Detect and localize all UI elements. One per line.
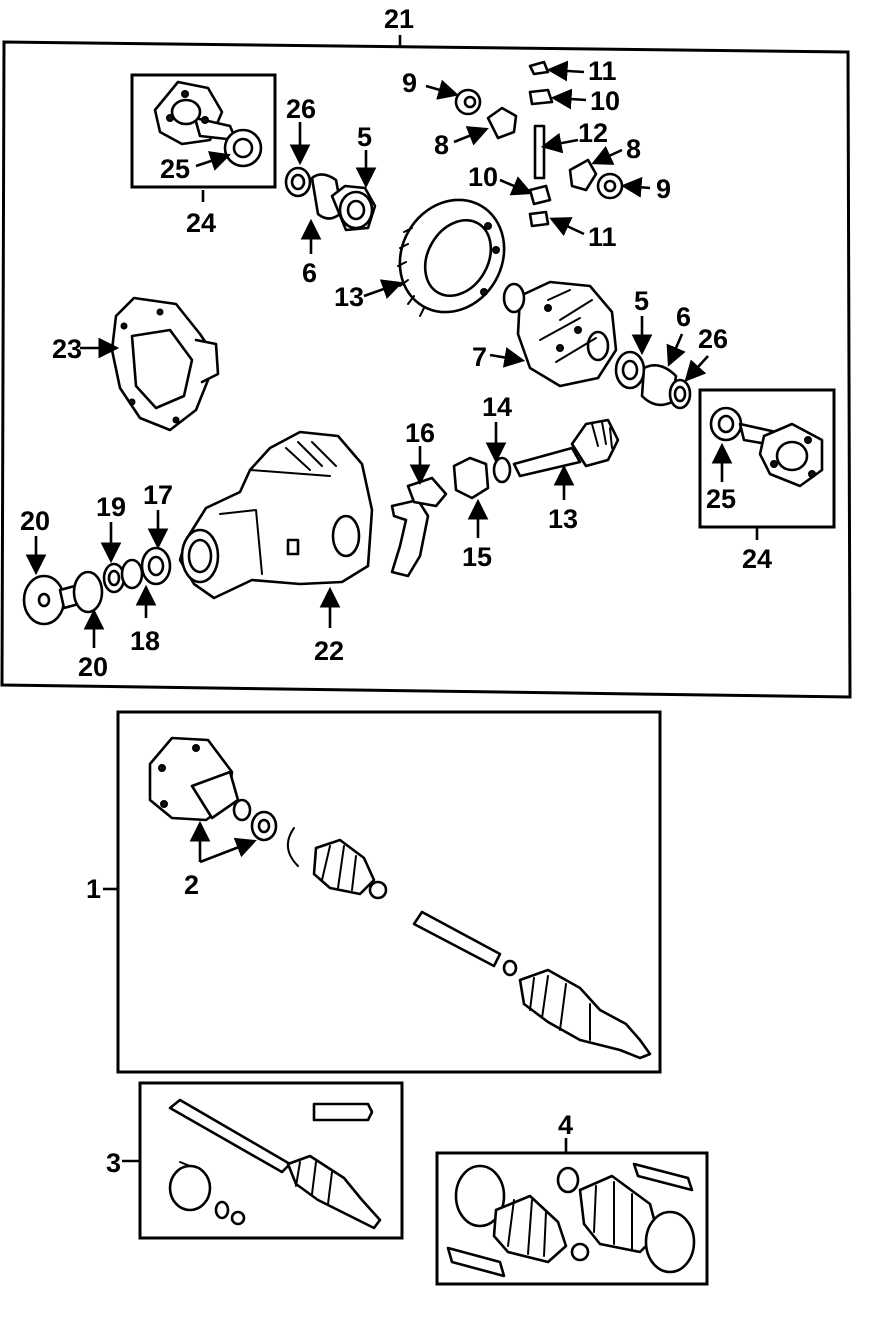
callout-20-top: 20 bbox=[20, 506, 50, 536]
callout-13-ring-gear: 13 bbox=[334, 282, 364, 312]
thrust-washer-11-bottom bbox=[528, 210, 550, 228]
bearing-18 bbox=[120, 558, 144, 590]
drive-pinion bbox=[512, 418, 620, 478]
callout-10-bottom: 10 bbox=[468, 162, 498, 192]
axle-shaft-frame bbox=[116, 710, 662, 1074]
clip-3 bbox=[214, 1200, 246, 1226]
side-gear-washer-9-right bbox=[596, 172, 624, 200]
callout-9-right: 9 bbox=[656, 174, 671, 204]
callout-3: 3 bbox=[106, 1148, 121, 1178]
callout-21: 21 bbox=[384, 4, 414, 34]
bearing-5-lower bbox=[614, 350, 646, 390]
oil-seal-19 bbox=[102, 562, 126, 594]
callout-20-bottom: 20 bbox=[78, 652, 108, 682]
callout-26-lower: 26 bbox=[698, 324, 728, 354]
boot-kit-4 bbox=[446, 1162, 696, 1278]
callout-2: 2 bbox=[184, 870, 199, 900]
callout-19: 19 bbox=[96, 492, 126, 522]
bearing-25-lower bbox=[709, 406, 743, 442]
outer-joint bbox=[502, 959, 652, 1060]
pinion-shaft-12 bbox=[533, 124, 546, 180]
companion-flange-lower bbox=[738, 422, 824, 488]
callout-15: 15 bbox=[462, 542, 492, 572]
callout-13-pinion: 13 bbox=[548, 504, 578, 534]
axle-shaft bbox=[412, 910, 502, 968]
callout-6-upper: 6 bbox=[302, 258, 317, 288]
side-gear-8-left bbox=[486, 106, 518, 140]
callout-17: 17 bbox=[143, 480, 173, 510]
oil-seal-26-lower bbox=[668, 378, 692, 410]
ring-gear bbox=[397, 198, 506, 317]
callout-24-lower: 24 bbox=[742, 544, 772, 574]
callout-6-lower: 6 bbox=[676, 302, 691, 332]
inner-boot bbox=[312, 838, 376, 896]
callout-16: 16 bbox=[405, 418, 435, 448]
lower-flange-inset-frame bbox=[698, 388, 836, 529]
differential-assembly-frame bbox=[0, 35, 852, 699]
callout-5-lower: 5 bbox=[634, 286, 649, 316]
callout-26-upper: 26 bbox=[286, 94, 316, 124]
callout-24-upper: 24 bbox=[186, 208, 216, 238]
bearing-17 bbox=[140, 546, 172, 586]
callout-8-left: 8 bbox=[434, 130, 449, 160]
snap-ring-2 bbox=[232, 798, 252, 822]
boot-kit-frame bbox=[435, 1151, 709, 1286]
callout-14: 14 bbox=[482, 392, 512, 422]
callout-22: 22 bbox=[314, 636, 344, 666]
bearing-14 bbox=[492, 456, 512, 484]
callout-8-right: 8 bbox=[626, 134, 641, 164]
companion-flange-upper bbox=[153, 80, 238, 146]
callout-1: 1 bbox=[86, 874, 101, 904]
side-gear-washer-9-left bbox=[454, 88, 482, 116]
pinion-gear-10-bottom bbox=[528, 184, 552, 206]
differential-cover bbox=[110, 296, 220, 432]
differential-case bbox=[502, 280, 618, 388]
callout-4: 4 bbox=[558, 1110, 573, 1140]
callout-9-left: 9 bbox=[402, 68, 417, 98]
upper-flange-inset-frame bbox=[130, 73, 277, 189]
grease-tube-3 bbox=[312, 1102, 374, 1122]
bearing-25-upper bbox=[223, 128, 263, 168]
callout-12: 12 bbox=[578, 118, 608, 148]
inner-joint-2 bbox=[250, 810, 278, 842]
washer-20 bbox=[22, 574, 66, 626]
callout-11-bottom: 11 bbox=[588, 222, 617, 252]
boot-band-3 bbox=[168, 1161, 212, 1212]
thrust-washer-11-top bbox=[528, 60, 550, 76]
flange-20 bbox=[58, 570, 104, 614]
shaft-assembly-3 bbox=[168, 1098, 382, 1230]
callout-5-upper: 5 bbox=[357, 122, 372, 152]
callout-25-upper: 25 bbox=[160, 154, 190, 184]
callout-11-top: 11 bbox=[588, 56, 617, 86]
boot-clamp-upper bbox=[287, 827, 299, 867]
pinion-gear-10-top bbox=[528, 88, 554, 106]
leader-lines bbox=[25, 60, 759, 864]
callout-25-lower: 25 bbox=[706, 484, 736, 514]
oil-seal-26-upper bbox=[284, 166, 312, 198]
carrier-housing bbox=[178, 430, 374, 600]
callout-18: 18 bbox=[130, 626, 160, 656]
callout-10-top: 10 bbox=[590, 86, 620, 116]
side-gear-8-right bbox=[568, 158, 598, 192]
callout-23: 23 bbox=[52, 334, 82, 364]
deflector-16 bbox=[390, 476, 448, 578]
side-flange bbox=[148, 736, 240, 822]
collapsible-spacer-15 bbox=[452, 456, 490, 500]
bearing-5-upper bbox=[330, 184, 377, 232]
callout-7: 7 bbox=[472, 342, 487, 372]
callout-labels: 21 24 25 26 5 6 9 8 11 10 12 8 10 9 11 1… bbox=[20, 4, 772, 1178]
boot-clamp-lower bbox=[368, 880, 388, 900]
